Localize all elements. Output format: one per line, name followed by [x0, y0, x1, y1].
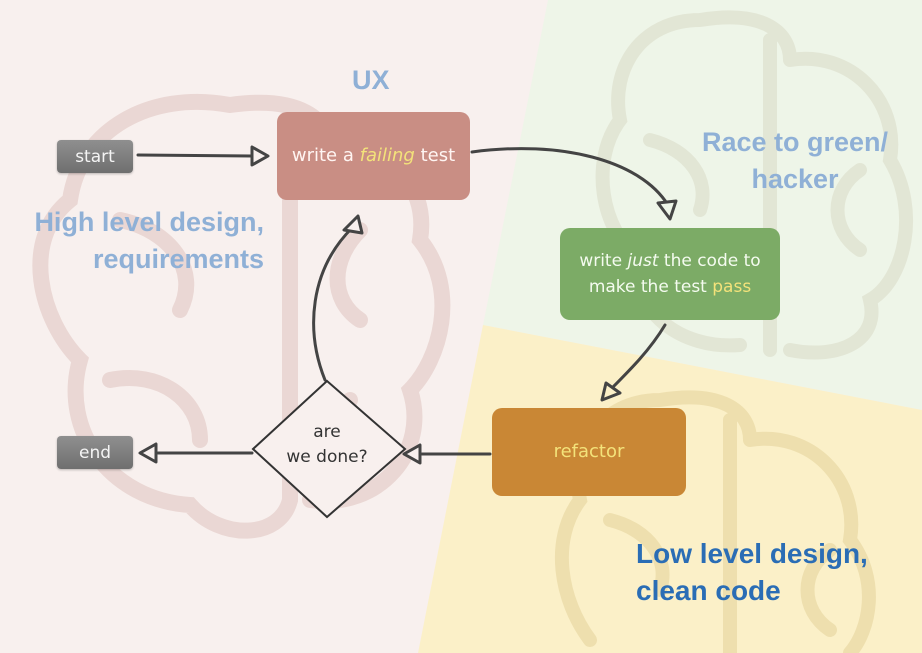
- arrowhead-icon: [250, 145, 270, 167]
- arrowhead-icon: [138, 442, 158, 464]
- arrowhead-icon: [600, 381, 622, 402]
- decision-line2: we done?: [286, 447, 368, 467]
- arrow-decision-to-test: [312, 226, 354, 382]
- arrow-test-to-code: [470, 147, 670, 207]
- label-high-level: High level design, requirements: [4, 204, 264, 278]
- brain-bottom-right-icon: [554, 390, 876, 653]
- failing-emphasis: failing: [359, 145, 415, 166]
- pass-emphasis: pass: [712, 277, 752, 297]
- decision-diamond: [251, 379, 407, 519]
- arrow-code-to-refactor: [610, 323, 667, 390]
- brain-top-right-icon: [595, 10, 914, 360]
- label-low-level: Low level design, clean code: [636, 535, 868, 609]
- refactor-box: refactor: [492, 408, 686, 496]
- write-code-line2: make the test pass: [588, 277, 752, 297]
- label-ux: UX: [352, 65, 390, 95]
- label-race-line1: Race to green/: [701, 127, 889, 157]
- label-low-level-line1: Low level design,: [636, 538, 868, 569]
- label-race-line2: hacker: [751, 164, 839, 194]
- decision-label: are we done?: [263, 420, 391, 470]
- write-code-line1: write just the code to: [579, 251, 761, 271]
- start-node: start: [57, 140, 133, 173]
- arrow-start-to-test: [136, 153, 254, 158]
- arrowhead-icon: [656, 199, 678, 221]
- label-high-level-line2: requirements: [92, 244, 264, 274]
- label-high-level-line1: High level design,: [34, 207, 264, 237]
- write-failing-test-box: write a failing test: [277, 112, 470, 200]
- arrowhead-icon: [402, 443, 422, 465]
- arrow-heads: [138, 145, 678, 465]
- flow-arrows: [136, 147, 670, 456]
- just-emphasis: just: [627, 251, 659, 271]
- end-node: end: [57, 436, 133, 469]
- write-code-box: write just the code to make the test pas…: [560, 228, 780, 320]
- decision-line1: are: [313, 422, 341, 442]
- label-low-level-line2: clean code: [636, 575, 781, 606]
- write-failing-test-label: write a failing test: [291, 145, 456, 166]
- label-race: Race to green/ hacker: [680, 124, 910, 198]
- arrowhead-icon: [342, 214, 364, 235]
